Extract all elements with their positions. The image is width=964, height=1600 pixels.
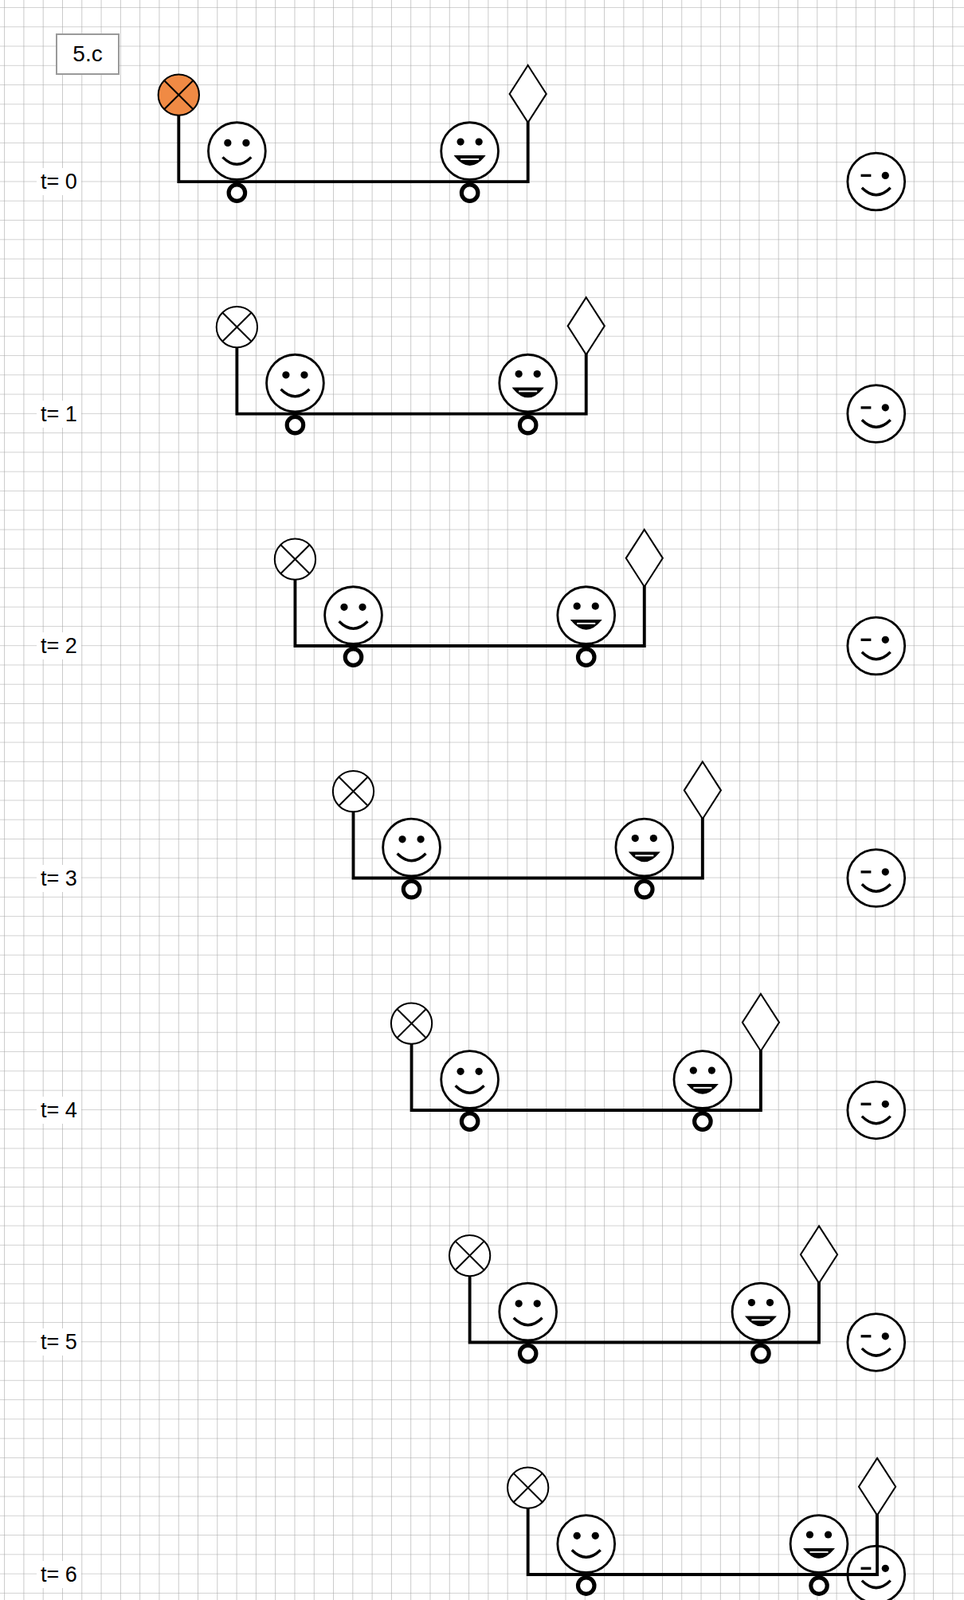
time-label: t= 4 [36,1097,82,1125]
time-label: t= 5 [36,1328,82,1356]
figure-number: 5.c [72,41,102,67]
time-label: t= 1 [36,400,82,428]
time-label: t= 2 [36,632,82,660]
time-label: t= 0 [36,168,82,196]
time-label: t= 3 [36,865,82,893]
time-label: t= 6 [36,1561,82,1589]
figure-label-box: 5.c [55,33,120,75]
